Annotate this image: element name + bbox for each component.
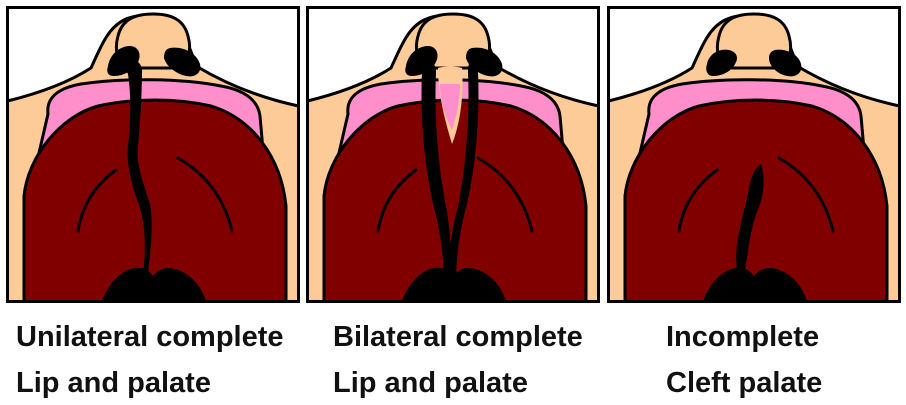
palate	[24, 100, 286, 302]
caption-bilateral-line1: Bilateral complete	[333, 320, 583, 354]
caption-unilateral-line2: Lip and palate	[16, 366, 211, 400]
bilateral-cleft-illustration	[306, 6, 600, 303]
panel-incomplete-cleft-palate	[607, 6, 901, 303]
caption-incomplete-line2: Cleft palate	[666, 366, 822, 400]
caption-bilateral-line2: Lip and palate	[333, 366, 528, 400]
caption-unilateral-line1: Unilateral complete	[16, 320, 284, 354]
unilateral-cleft-illustration	[6, 6, 300, 303]
panel-bilateral-complete	[306, 6, 600, 303]
caption-incomplete-line1: Incomplete	[666, 320, 819, 354]
incomplete-cleft-illustration	[607, 6, 901, 303]
panel-unilateral-complete	[6, 6, 300, 303]
